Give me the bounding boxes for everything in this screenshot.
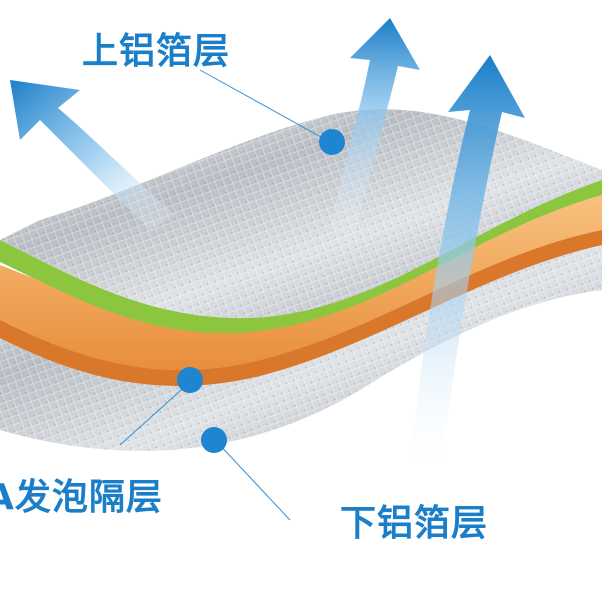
top-aluminum-layer-label: 上铝箔层 [82,22,230,74]
foam-layer-label: A发泡隔层 [0,468,163,520]
dot-icon [201,427,227,453]
callout-line-bottom [215,440,290,520]
bottom-aluminum-layer-label: 下铝箔层 [340,494,488,546]
dot-icon [177,367,203,393]
dot-icon [319,129,345,155]
callout-line-top [200,70,330,142]
